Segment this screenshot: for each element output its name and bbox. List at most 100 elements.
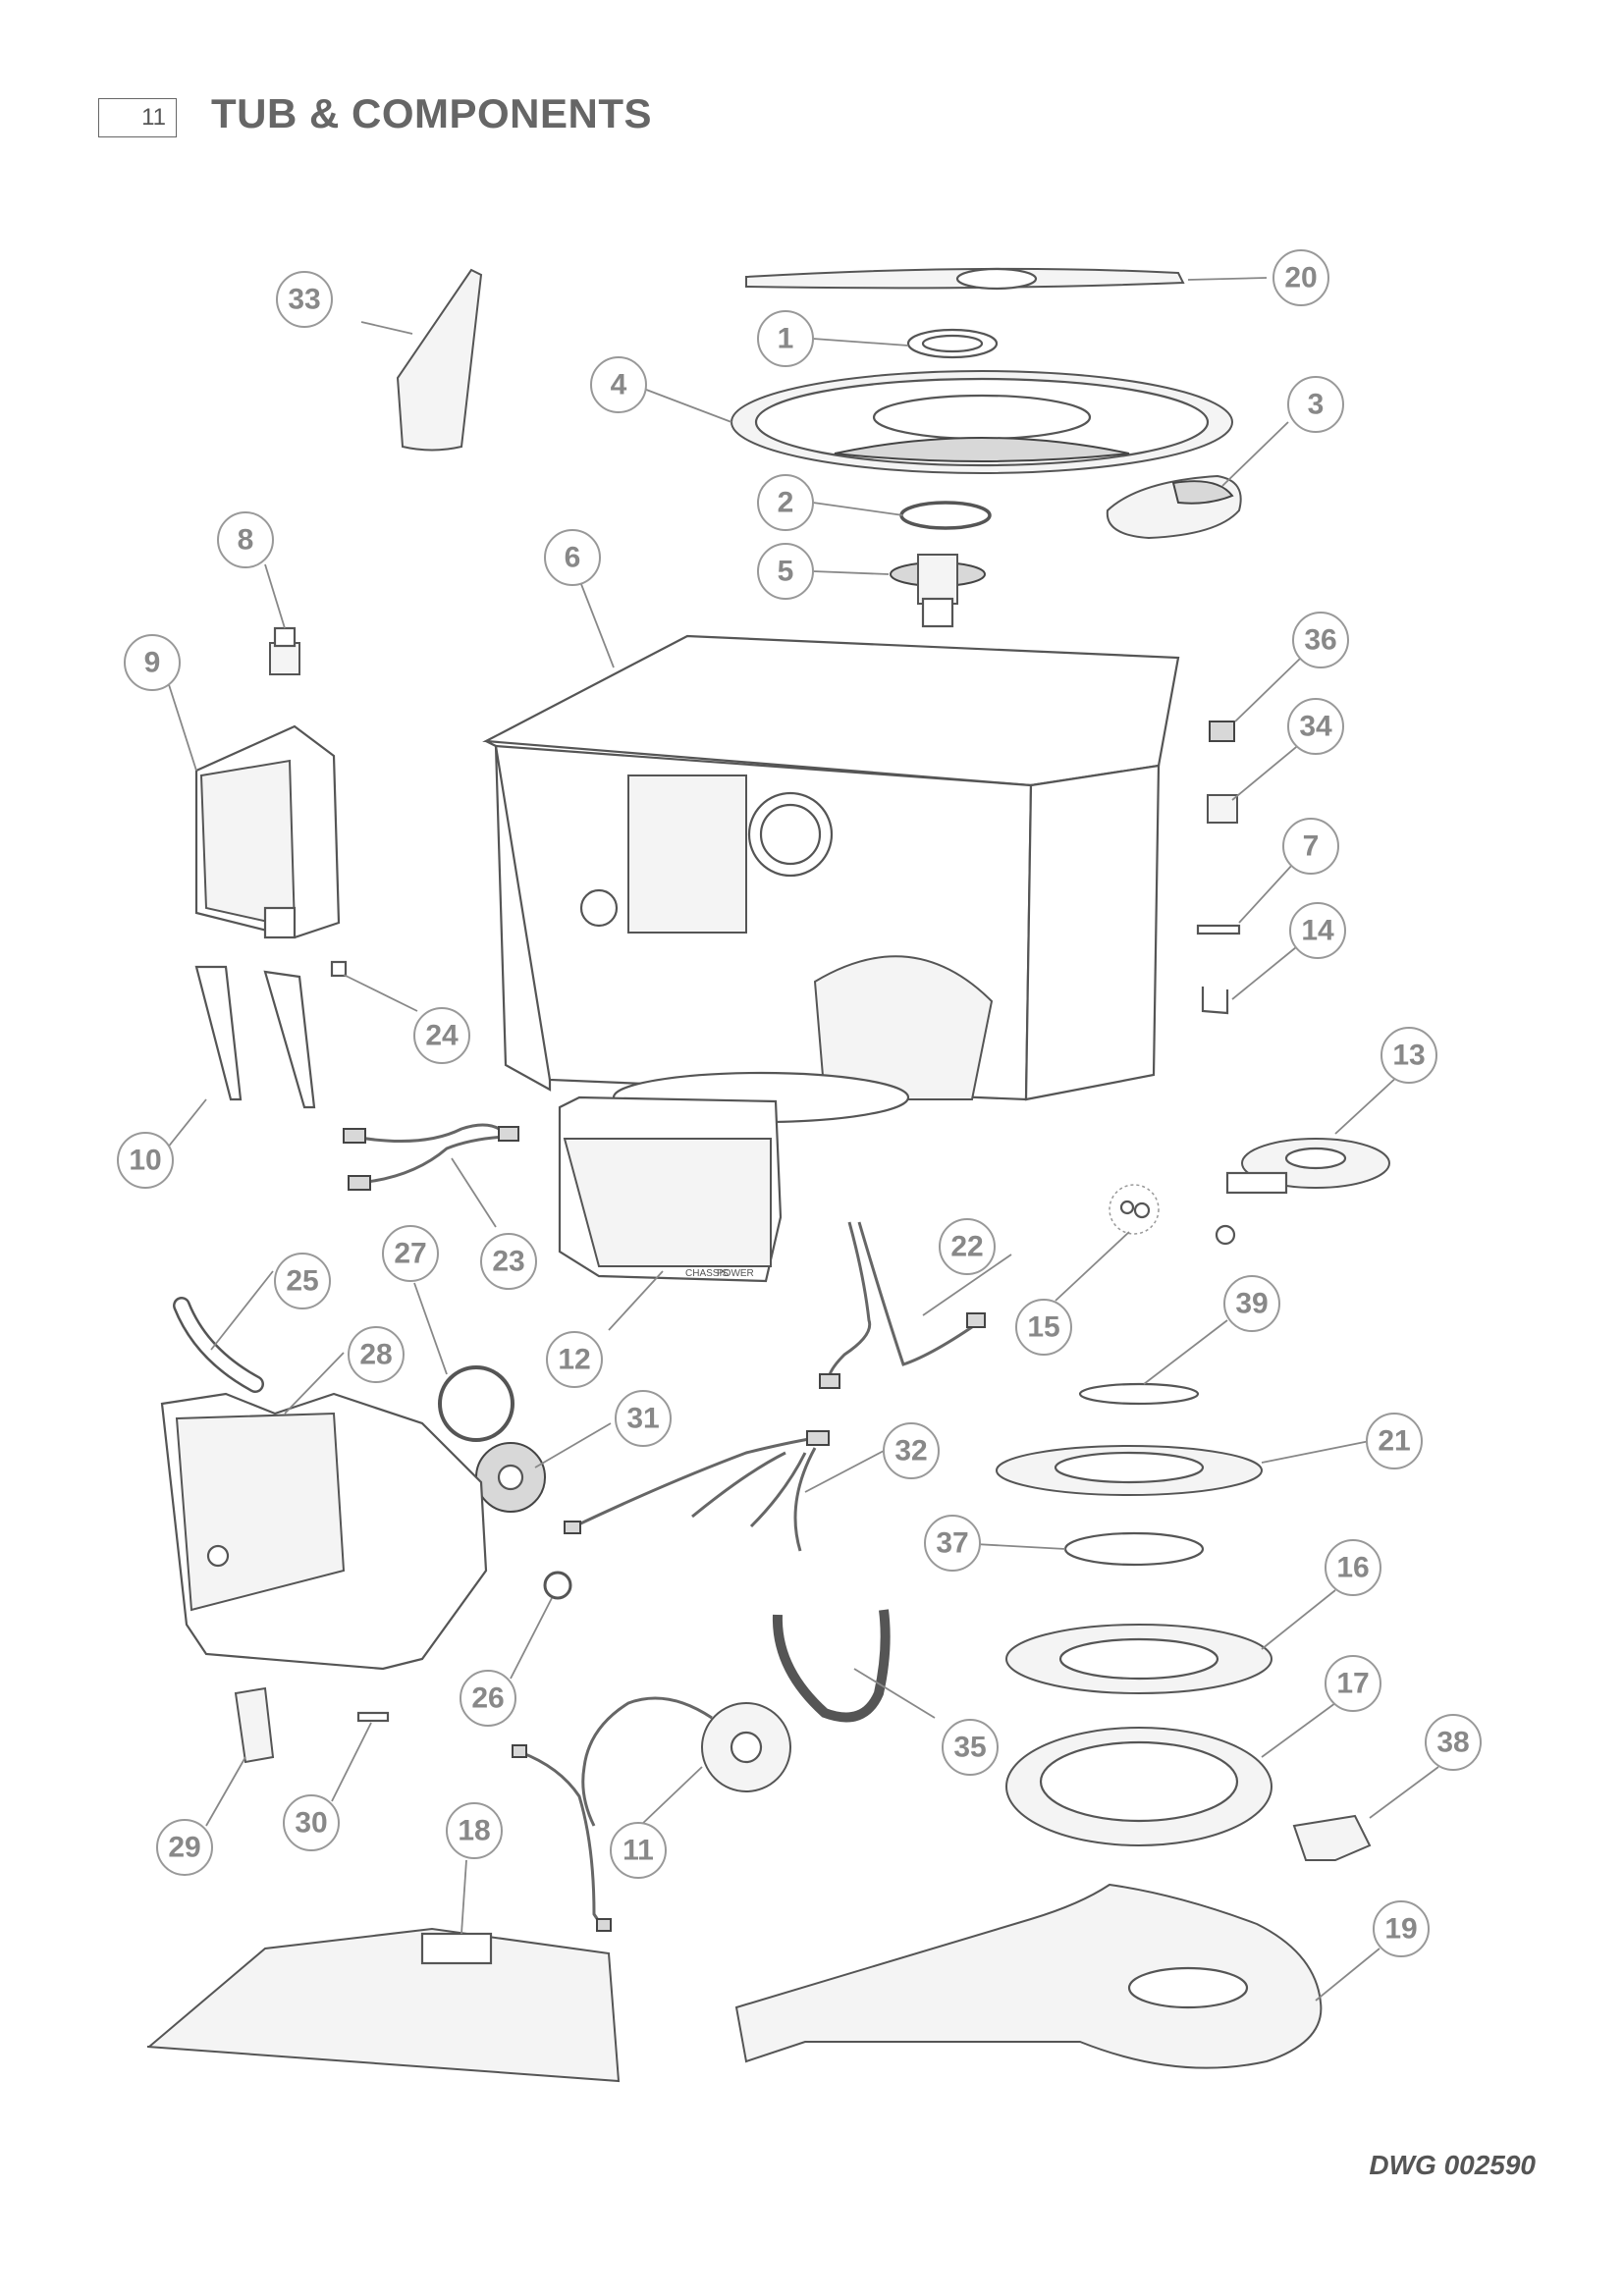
part-39-gasket [1078,1382,1200,1406]
svg-text:37: 37 [936,1527,968,1560]
callout-12: 12 [546,1331,603,1388]
callout-36: 36 [1292,612,1349,668]
part-7-pin [1196,924,1241,935]
part-8-cap [269,626,300,675]
page-title: TUB & COMPONENTS [211,90,652,136]
svg-text:12: 12 [558,1344,590,1376]
callout-11: 11 [610,1822,667,1879]
part-36-bracket [1209,721,1235,742]
callout-39: 39 [1223,1275,1280,1332]
callout-15: 15 [1015,1299,1072,1356]
leader-lines [164,277,1439,2002]
svg-text:26: 26 [471,1682,504,1715]
svg-text:31: 31 [626,1403,659,1435]
svg-text:19: 19 [1384,1913,1417,1946]
part-1-ring [906,328,999,359]
svg-text:39: 39 [1235,1288,1268,1320]
svg-text:4: 4 [611,369,627,401]
svg-text:22: 22 [950,1231,983,1263]
callout-1: 1 [757,310,814,367]
callout-31: 31 [615,1390,672,1447]
page-number-box: 11 [98,98,177,137]
svg-text:14: 14 [1301,915,1334,947]
callout-37: 37 [924,1515,981,1572]
callout-30: 30 [283,1794,340,1851]
part-26-ring [543,1571,572,1600]
svg-text:38: 38 [1436,1727,1469,1759]
callout-32: 32 [883,1422,940,1479]
part-35-clamp [772,1609,891,1723]
part-4-filter-plate [731,370,1233,474]
callout-23: 23 [480,1233,537,1290]
svg-text:30: 30 [295,1807,327,1840]
svg-text:29: 29 [168,1832,200,1864]
part-23-harness [343,1123,519,1191]
svg-text:5: 5 [778,556,794,588]
callout-2: 2 [757,474,814,531]
callout-4: 4 [590,356,647,413]
part-16-plate [1005,1624,1272,1694]
svg-text:3: 3 [1308,389,1325,421]
callout-21: 21 [1366,1413,1423,1469]
svg-text:17: 17 [1336,1668,1369,1700]
part-28-housing [160,1392,488,1671]
callout-18: 18 [446,1802,503,1859]
svg-text:27: 27 [394,1238,426,1270]
svg-text:20: 20 [1284,262,1317,294]
callout-27: 27 [382,1225,439,1282]
part-30-plate [356,1711,390,1723]
page-number: 11 [141,104,166,131]
part-14-clip [1201,987,1229,1015]
svg-text:28: 28 [359,1339,392,1371]
callout-5: 5 [757,543,814,600]
part-21-ring [996,1445,1263,1496]
svg-text:11: 11 [623,1835,654,1867]
svg-text:35: 35 [953,1732,986,1764]
svg-text:16: 16 [1336,1552,1369,1584]
callout-16: 16 [1325,1539,1381,1596]
part-19-base [734,1883,1323,2069]
callout-13: 13 [1380,1027,1437,1084]
callout-7: 7 [1282,818,1339,875]
svg-text:6: 6 [565,542,581,574]
svg-text:10: 10 [129,1145,161,1177]
board-label-chassis: CHASSIS [685,1268,729,1279]
callout-22: 22 [939,1218,996,1275]
callout-26: 26 [460,1670,516,1727]
part-12-board: CHASSIS POWER [558,1095,783,1283]
svg-text:8: 8 [238,524,254,557]
part-24-clip [330,960,348,978]
part-2-o-ring [899,501,992,530]
svg-text:21: 21 [1378,1425,1410,1458]
part-18-front-base [146,1927,621,2083]
svg-text:33: 33 [288,284,320,316]
callout-3: 3 [1287,376,1344,433]
board-label-power: POWER [717,1268,754,1279]
part-32-harness [564,1430,830,1552]
part-37-ring [1063,1531,1205,1567]
svg-text:2: 2 [778,487,794,519]
part-6-tub [482,634,1180,1124]
svg-text:9: 9 [144,647,161,679]
callout-29: 29 [156,1819,213,1876]
callout-10: 10 [117,1132,174,1189]
part-29-valve [234,1686,275,1764]
svg-text:23: 23 [492,1246,524,1278]
part-33-funnel [396,268,483,452]
part-38-cap [1292,1814,1372,1861]
callout-20: 20 [1272,249,1329,306]
callout-6: 6 [544,529,601,586]
svg-text:34: 34 [1299,711,1332,743]
part-31-wheel [475,1442,546,1513]
callout-34: 34 [1287,698,1344,755]
callout-25: 25 [274,1253,331,1309]
part-27-ring [438,1365,514,1442]
callout-28: 28 [348,1326,405,1383]
svg-text:32: 32 [894,1435,927,1468]
svg-text:25: 25 [286,1265,318,1298]
part-3-filter-cup [1106,474,1242,540]
svg-text:24: 24 [425,1020,459,1052]
part-34-plate [1207,794,1238,824]
callout-9: 9 [124,634,181,691]
